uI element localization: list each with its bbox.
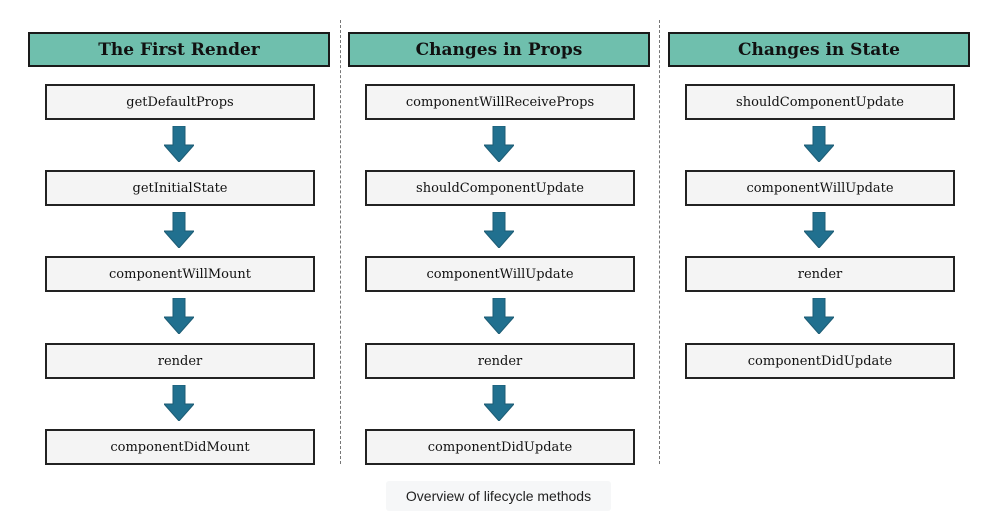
step-box: shouldComponentUpdate [365,170,635,206]
column-title: Changes in Props [348,32,650,67]
step-box: componentWillUpdate [685,170,955,206]
step-box: componentWillMount [45,256,315,292]
down-arrow-icon [164,385,194,421]
down-arrow-icon [484,298,514,334]
column-divider [659,20,660,464]
down-arrow-icon [484,212,514,248]
step-box: componentDidMount [45,429,315,465]
step-box: shouldComponentUpdate [685,84,955,120]
step-box: getInitialState [45,170,315,206]
step-box: componentDidUpdate [365,429,635,465]
down-arrow-icon [804,212,834,248]
column-title: Changes in State [668,32,970,67]
step-box: render [45,343,315,379]
column-title: The First Render [28,32,330,67]
step-box: componentWillUpdate [365,256,635,292]
step-box: getDefaultProps [45,84,315,120]
figure-caption: Overview of lifecycle methods [386,481,611,511]
down-arrow-icon [164,212,194,248]
down-arrow-icon [804,298,834,334]
step-box: componentDidUpdate [685,343,955,379]
down-arrow-icon [164,298,194,334]
step-box: render [365,343,635,379]
column-divider [340,20,341,464]
down-arrow-icon [484,126,514,162]
down-arrow-icon [484,385,514,421]
step-box: render [685,256,955,292]
step-box: componentWillReceiveProps [365,84,635,120]
down-arrow-icon [164,126,194,162]
down-arrow-icon [804,126,834,162]
